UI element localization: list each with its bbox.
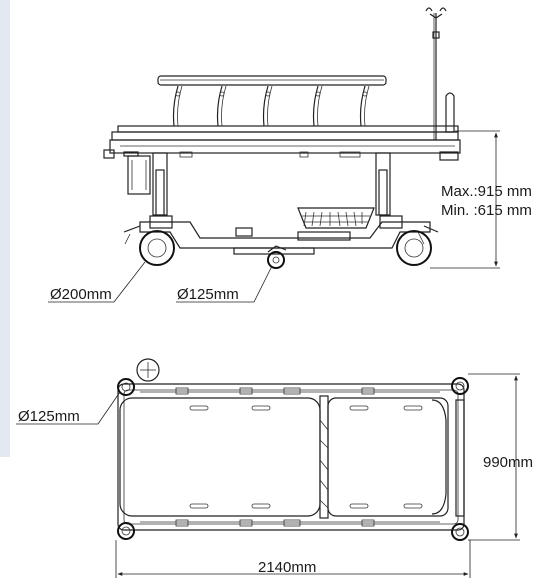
- height-max-label: Max.:915 mm: [441, 183, 532, 200]
- width-dimension: [468, 373, 520, 541]
- large-wheels: [139, 215, 432, 266]
- small-wheel: [267, 245, 287, 269]
- iv-pole: [425, 7, 447, 140]
- side-rail: [157, 75, 387, 127]
- top-view: Ø125mm 990mm 2140mm: [16, 358, 533, 578]
- caster-leader: [16, 391, 121, 425]
- width-label: 990mm: [483, 454, 533, 471]
- center-hinge: [319, 395, 329, 519]
- casters: [117, 377, 469, 541]
- lift-columns: [152, 152, 391, 216]
- length-dimension: [115, 540, 471, 578]
- mattress: [119, 397, 449, 517]
- left-edge-strip: [0, 0, 10, 457]
- height-dimension: [430, 130, 500, 269]
- side-view: Max.:915 mm Min. :615 mm Ø200mm Ø125mm: [48, 7, 532, 303]
- length-label: 2140mm: [258, 559, 316, 576]
- large-wheel-label: Ø200mm: [50, 286, 112, 303]
- basket: [297, 207, 375, 229]
- caster-label: Ø125mm: [18, 408, 80, 425]
- base: [123, 221, 439, 255]
- platform-frame: [103, 92, 461, 161]
- rail-details: [140, 387, 440, 527]
- height-min-label: Min. :615 mm: [441, 202, 532, 219]
- small-wheel-leader: [176, 265, 273, 303]
- large-wheel-leader: [48, 261, 146, 303]
- iv-pole-top: [136, 358, 160, 382]
- small-wheel-label: Ø125mm: [177, 286, 239, 303]
- cylinder-holder: [127, 155, 151, 195]
- head-end-bar: [455, 399, 465, 517]
